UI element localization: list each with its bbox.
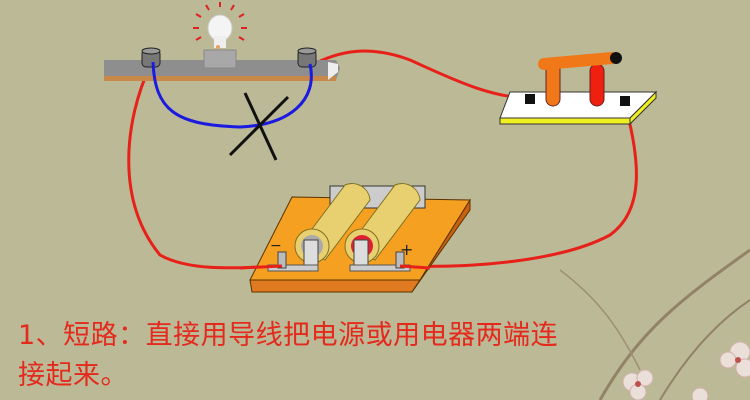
- caption-line-1: 1、短路：直接用导线把电源或用电器两端连: [18, 320, 559, 351]
- flower-branch-icon: [559, 248, 750, 400]
- red-wire-left: [127, 65, 281, 270]
- light-bulb-icon: [104, 2, 340, 81]
- battery-holder-icon: − +: [249, 183, 471, 293]
- knife-switch-icon: [499, 52, 658, 126]
- battery-negative-label: −: [270, 238, 282, 254]
- battery-positive-label: +: [400, 240, 413, 259]
- red-wire-right: [401, 103, 638, 268]
- cross-mark-icon: [228, 92, 290, 161]
- blue-short-wire: [151, 61, 313, 129]
- caption-line-2: 接起来。: [18, 360, 128, 391]
- red-wire-top: [309, 49, 531, 100]
